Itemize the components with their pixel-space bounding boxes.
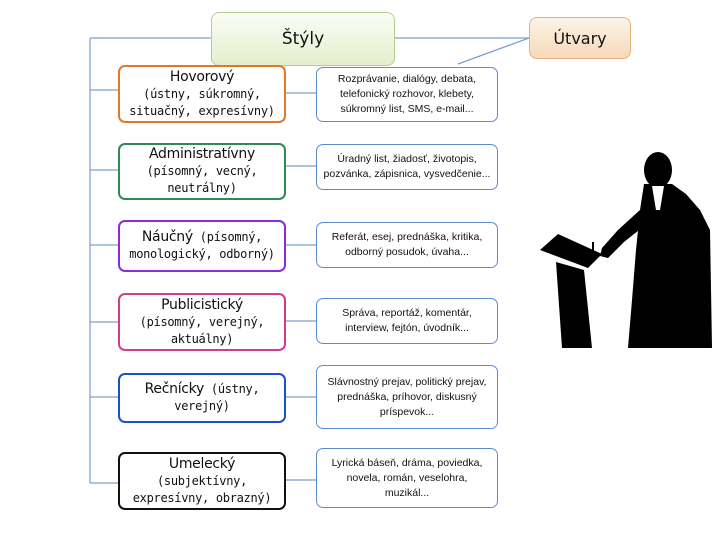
form-text: Rozprávanie, dialógy, debata, telefonick… (337, 73, 477, 115)
style-inline-desc: (ústny, (203, 382, 260, 396)
form-text: Lyrická báseň, dráma, poviedka, novela, … (331, 456, 483, 499)
form-box-naucny: Referát, esej, prednáška, kritika, odbor… (316, 222, 498, 268)
style-name: Umelecký (168, 455, 236, 472)
style-name: Hovorový (169, 68, 235, 85)
style-desc: (subjektívny, expresívny, obrazný) (132, 473, 272, 505)
style-box-hovorovy: Hovorový (ústny, súkromný, situačný, exp… (118, 65, 286, 123)
style-name: Rečnícky (144, 381, 205, 397)
style-desc: (písomný, vecný, neutrálny) (146, 164, 258, 195)
style-box-administrativny: Administratívny (písomný, vecný, neutrál… (118, 143, 286, 200)
form-text: Referát, esej, prednáška, kritika, odbor… (331, 231, 483, 258)
style-box-recnicky: Rečnícky (ústny, verejný) (118, 373, 286, 423)
style-inline-desc: (písomný, (192, 230, 263, 244)
style-box-umelecky: Umelecký (subjektívny, expresívny, obraz… (118, 452, 286, 510)
form-box-hovorovy: Rozprávanie, dialógy, debata, telefonick… (316, 67, 498, 122)
form-box-administrativny: Úradný list, žiadosť, životopis, pozvánk… (316, 144, 498, 190)
styles-title: Štýly (211, 12, 395, 66)
style-name: Administratívny (149, 146, 255, 162)
form-text: Slávnostný prejav, politický prejav, pre… (327, 375, 487, 418)
style-name: Náučný (141, 229, 193, 245)
style-desc: (písomný, verejný, aktuálny) (139, 314, 265, 346)
form-text: Správa, reportáž, komentár, interview, f… (342, 307, 472, 334)
form-box-umelecky: Lyrická báseň, dráma, poviedka, novela, … (316, 448, 498, 508)
forms-title-text: Útvary (553, 28, 607, 48)
forms-title: Útvary (529, 17, 631, 59)
style-name: Publicistický (161, 296, 243, 313)
style-desc: (ústny, súkromný, situačný, expresívny) (129, 86, 275, 118)
style-box-naucny: Náučný (písomný, monologický, odborný) (118, 220, 286, 272)
speaker-at-lectern-icon (540, 152, 712, 348)
form-box-recnicky: Slávnostný prejav, politický prejav, pre… (316, 365, 498, 429)
style-desc: verejný) (174, 399, 230, 413)
style-box-publicisticky: Publicistický (písomný, verejný, aktuáln… (118, 293, 286, 351)
style-desc: monologický, odborný) (129, 247, 275, 261)
form-box-publicisticky: Správa, reportáž, komentár, interview, f… (316, 298, 498, 344)
form-text: Úradný list, žiadosť, životopis, pozvánk… (323, 153, 491, 180)
styles-title-text: Štýly (281, 29, 325, 49)
